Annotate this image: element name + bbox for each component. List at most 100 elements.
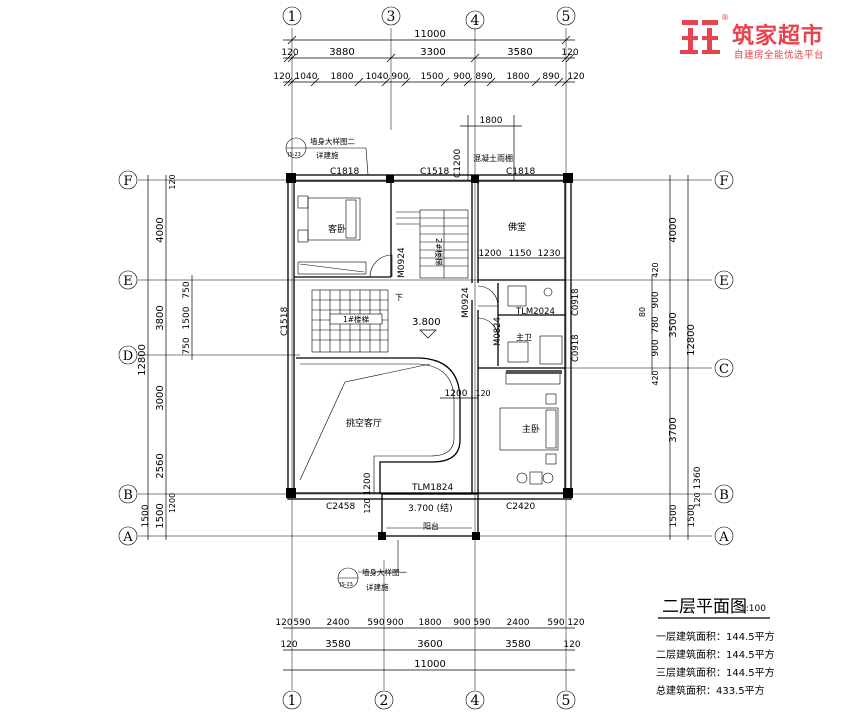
dim-top-det-4: 900 [391, 72, 408, 82]
label-level-main: 3.800 [412, 317, 441, 328]
bottom-dimensions: 120 590 2400 590 900 1800 900 590 2400 5… [275, 618, 585, 671]
dim-top-mid-1: 3880 [329, 47, 354, 58]
dim-inner-2: 1230 [538, 249, 561, 259]
doors [369, 254, 499, 339]
dim-right-det-5: 420 [651, 370, 660, 385]
area-floor-3: 三层建筑面积：144.5平方 [656, 666, 775, 679]
dim-left-mid-0: 4000 [155, 217, 166, 242]
opening-C1200: C1200 [453, 149, 463, 178]
furniture [297, 195, 563, 485]
drawing-title: 二层平面图 [662, 597, 747, 617]
axis-left-E: E [123, 274, 133, 289]
dim-bot-det-0: 120 [275, 618, 292, 628]
dim-left-det-3: 120 [168, 174, 177, 189]
axis-bottom-5: 5 [562, 693, 571, 709]
callout-top-ref: JS-23 [287, 152, 301, 158]
drawing-scale: 1:100 [740, 604, 766, 614]
dim-inner-0: 1200 [479, 249, 502, 259]
logo-slogan: 自建房全能优选平台 [734, 50, 825, 61]
axis-right-B: B [719, 488, 729, 503]
dim-left-det-4: 1200 [168, 493, 177, 513]
opening-C0918-b: C0918 [571, 334, 581, 362]
callout-bottom-ref: JS-23 [339, 582, 353, 588]
dim-bot-total: 11000 [414, 659, 446, 670]
area-floor-1: 一层建筑面积：144.5平方 [656, 630, 775, 643]
dim-right-det-2: 780 [651, 316, 661, 333]
dim-right-det-6: 1360 [693, 466, 703, 489]
opening-C2420: C2420 [506, 502, 535, 512]
callout-top-line1: 墙身大样图二 [310, 136, 355, 146]
dim-bot-mid-2: 3600 [417, 639, 442, 650]
axis-top-5: 5 [562, 9, 571, 25]
dim-inner-3: 1200 [445, 389, 468, 399]
level-marker-icon [419, 329, 437, 339]
dim-bot-det-4: 900 [386, 618, 403, 628]
dim-right-mid-0: 4000 [668, 217, 679, 242]
stair-1 [311, 289, 389, 353]
stair-2 [396, 209, 469, 279]
axis-bottom-4: 4 [471, 693, 480, 709]
opening-C1518-top: C1518 [420, 167, 449, 177]
dim-inner-5: 1200 [363, 472, 373, 495]
callout-top: 墙身大样图二 详建施 JS-23 [285, 136, 369, 176]
dim-left-mid-2: 3000 [155, 385, 166, 410]
opening-C1518-left: C1518 [280, 307, 290, 336]
dim-top-det-2: 1800 [331, 72, 354, 82]
dim-left-det-1: 1500 [182, 306, 192, 329]
dim-left-det-5: 1500 [141, 504, 151, 527]
dim-right-mid-2: 3700 [668, 417, 679, 442]
label-master-room: 主卧 [522, 423, 540, 435]
opening-C0918-a: C0918 [571, 288, 581, 316]
axis-bubbles: 1 3 4 5 1 2 4 5 F E D B A F E C B A [118, 6, 734, 710]
callout-bottom-line1: 墙身大样图一 [362, 567, 407, 577]
opening-M0824: M0824 [493, 317, 503, 346]
brand-logo: ® 筑家超市 自建房全能优选平台 [680, 13, 840, 66]
dim-right-det-7: 120 [693, 492, 702, 507]
dim-bot-mid-0: 120 [280, 640, 297, 650]
dim-right-det-3: 80 [638, 307, 647, 317]
inner-dimensions: 1200 1150 1230 1200 120 1200 120 [363, 249, 565, 514]
axis-left-D: D [123, 349, 133, 364]
area-total: 总建筑面积：433.5平方 [656, 684, 765, 697]
right-dimensions: 12800 4000 3500 3700 1500 420 900 780 80… [638, 175, 703, 540]
axis-left-F: F [123, 174, 132, 189]
dim-right-mid-1: 3500 [668, 312, 679, 337]
label-master-bath: 主卫 [516, 332, 532, 342]
dim-left-mid-4: 1500 [155, 503, 166, 528]
left-dimensions: 12800 4000 3800 3000 2560 1500 750 1500 … [137, 174, 193, 540]
dim-right-mid-3: 1500 [687, 504, 697, 527]
axis-top-3: 3 [387, 9, 396, 25]
opening-C1818-a: C1818 [330, 167, 359, 177]
axis-top-1: 1 [288, 9, 297, 25]
dim-bot-det-8: 2400 [507, 618, 530, 628]
axis-top-4: 4 [471, 13, 480, 29]
label-void-living: 挑空客厅 [346, 417, 382, 429]
dim-inner-1: 1150 [509, 249, 532, 259]
dim-left-total: 12800 [137, 344, 148, 376]
dim-left-det-2: 750 [182, 337, 192, 354]
dim-top-mid-0: 120 [281, 48, 298, 58]
dim-bot-mid-3: 3580 [505, 639, 530, 650]
dim-bot-mid-4: 120 [563, 640, 580, 650]
dim-top-det-5: 1500 [421, 72, 444, 82]
label-awning: 混凝土雨棚 [473, 153, 513, 163]
axis-bottom-2: 2 [380, 693, 389, 709]
dim-right-det-4: 900 [651, 339, 661, 356]
dim-bot-det-3: 590 [367, 618, 384, 628]
axis-right-C: C [719, 362, 729, 377]
dim-bot-det-6: 900 [453, 618, 470, 628]
axis-left-A: A [122, 530, 133, 545]
label-down: 下 [395, 293, 403, 302]
callout-bottom-line2: 详建施 [366, 582, 389, 592]
dim-left-mid-3: 2560 [155, 453, 166, 478]
dim-right-det-8: 1500 [669, 504, 679, 527]
dim-top-mid-4: 120 [561, 48, 578, 58]
dim-right-det-1: 900 [651, 291, 661, 308]
dim-left-mid-1: 3800 [155, 305, 166, 330]
grid-lines [138, 28, 712, 690]
callout-top-line2: 详建施 [316, 150, 339, 160]
opening-TLM1824: TLM1824 [411, 483, 453, 493]
dim-top-det-10: 120 [567, 72, 584, 82]
opening-C2458: C2458 [326, 502, 355, 512]
